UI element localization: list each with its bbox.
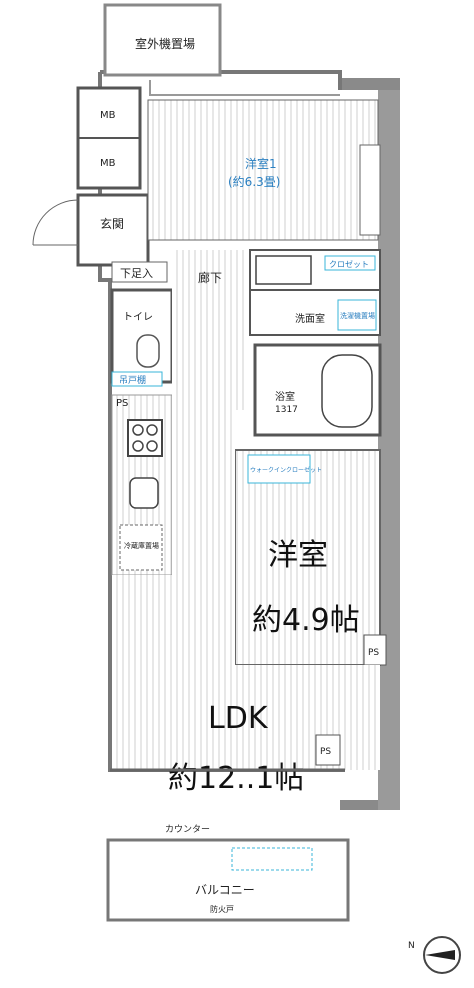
washer-label: 洗濯機置場 bbox=[340, 311, 375, 320]
sink-icon bbox=[129, 477, 159, 509]
ps-left-label: PS bbox=[116, 398, 128, 409]
closet-label: クロゼット bbox=[329, 259, 369, 269]
meter-boxes: MB MB bbox=[76, 86, 142, 190]
bedroom-1: 洋室1 (約6.3畳) bbox=[147, 99, 381, 241]
entrance-area: 玄関 bbox=[32, 193, 150, 267]
balcony-sub-label: 防火戸 bbox=[210, 904, 234, 914]
washbasin-icon bbox=[255, 255, 312, 285]
counter-label: カウンター bbox=[165, 824, 210, 835]
pipe-space-label: PS bbox=[320, 747, 331, 757]
bathtub-icon bbox=[321, 354, 373, 428]
ldk-room: LDK 約12..1帖 PS カウンター bbox=[110, 410, 380, 835]
shoe-box: 下足入 bbox=[111, 261, 168, 283]
ldk-name: LDK bbox=[208, 701, 269, 736]
fridge-label: 冷蔵庫置場 bbox=[124, 541, 159, 550]
outdoor-storage-area: 室外機置場 bbox=[103, 3, 222, 77]
bedroom1-name: 洋室1 bbox=[245, 156, 277, 171]
bath-label: 浴室 bbox=[275, 390, 295, 403]
kitchen-column: PS 冷蔵庫置場 bbox=[111, 394, 173, 576]
corridor-label: 廊下 bbox=[198, 270, 222, 285]
bedroom2-name: 洋室 bbox=[268, 538, 328, 573]
ldk-size: 約12..1帖 bbox=[168, 761, 304, 796]
outdoor-storage-label: 室外機置場 bbox=[135, 36, 195, 51]
entrance-label: 玄関 bbox=[100, 216, 124, 231]
toilet-shelf-label: 吊戸棚 bbox=[119, 374, 146, 386]
closet-washroom: クロゼット 洗面室 洗濯機置場 bbox=[249, 249, 381, 336]
bathroom: 浴室 1317 bbox=[253, 343, 382, 437]
toilet-bowl-icon bbox=[136, 334, 160, 368]
bedroom1-size: (約6.3畳) bbox=[228, 174, 280, 189]
washroom-label: 洗面室 bbox=[295, 312, 325, 325]
wic-label: ウォークインクローゼット bbox=[250, 466, 322, 474]
mb-label-2: MB bbox=[100, 158, 116, 169]
balcony-label: バルコニー bbox=[195, 883, 255, 897]
bedroom2-size: 約4.9帖 bbox=[252, 603, 360, 638]
compass-icon: N bbox=[408, 936, 461, 974]
toilet-label: トイレ bbox=[123, 312, 153, 323]
shoe-box-label: 下足入 bbox=[120, 267, 153, 280]
stove-icon bbox=[127, 419, 163, 457]
bedroom-2: ウォークインクローゼット 洋室 約4.9帖 PS bbox=[234, 449, 387, 666]
bath-size: 1317 bbox=[275, 405, 298, 415]
corridor: 廊下 bbox=[172, 250, 244, 410]
compass-north: N bbox=[408, 941, 415, 951]
balcony: バルコニー 防火戸 bbox=[106, 838, 350, 922]
toilet-room: トイレ 吊戸棚 bbox=[110, 288, 174, 387]
ps-right-label: PS bbox=[368, 648, 379, 658]
mb-label-1: MB bbox=[100, 110, 116, 121]
